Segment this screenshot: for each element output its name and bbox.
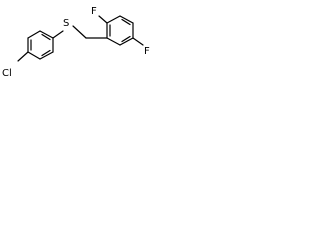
fluorine-top-label: F	[91, 6, 97, 17]
ring1-bond-3	[39, 30, 54, 39]
molecule-structure-drawing: Cl S F F	[2, 6, 150, 79]
sulfur-methylene-bond	[72, 25, 87, 39]
fluorine-bottom-label: F	[144, 46, 150, 57]
chlorine-label: Cl	[2, 68, 12, 79]
chlorine-bond	[17, 51, 29, 62]
ring2-bond-2	[106, 15, 121, 24]
sulfur-label: S	[63, 18, 69, 29]
ring1-bond-2	[27, 30, 41, 39]
fluorine-bottom-bond	[132, 37, 144, 46]
fluorine-top-bond	[98, 15, 108, 24]
chlorophenyl-ring	[27, 30, 54, 60]
ring2-double-bond-3	[121, 35, 131, 43]
difluorophenyl-ring	[106, 15, 134, 46]
ring1-bond-5	[39, 51, 54, 60]
ring2-bond-3	[119, 15, 134, 24]
aryl-sulfur-bond	[52, 30, 64, 39]
ring1-double-bond-3	[41, 49, 51, 57]
structure-canvas: Cl S F F	[0, 0, 170, 83]
ring1-double-bond-2	[41, 33, 51, 41]
ring2-bond-6	[106, 37, 121, 46]
ring1-bond-6	[27, 51, 41, 60]
ring2-double-bond-2	[121, 18, 131, 26]
ring2-bond-5	[119, 37, 134, 46]
